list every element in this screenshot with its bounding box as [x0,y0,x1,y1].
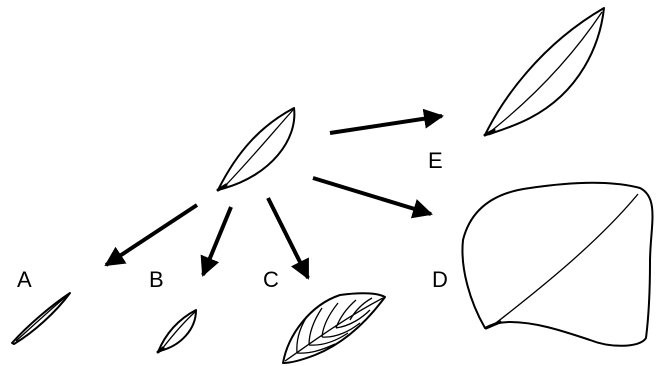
arrow-to-b [200,206,233,277]
leaf-b [156,309,197,354]
arrow-to-a [104,203,199,267]
leaf-a [11,292,71,345]
leaf-c [282,292,386,364]
leaf-d [461,181,654,347]
label-d: D [432,267,448,292]
label-e: E [428,148,443,173]
arrow-to-e [329,108,444,135]
leaf-e [483,7,605,137]
arrow-to-d [312,176,433,219]
label-c: C [263,267,279,292]
label-b: B [149,267,164,292]
arrows [104,108,444,280]
center-leaf [216,107,296,192]
arrow-to-c [266,197,310,280]
label-a: A [17,267,32,292]
